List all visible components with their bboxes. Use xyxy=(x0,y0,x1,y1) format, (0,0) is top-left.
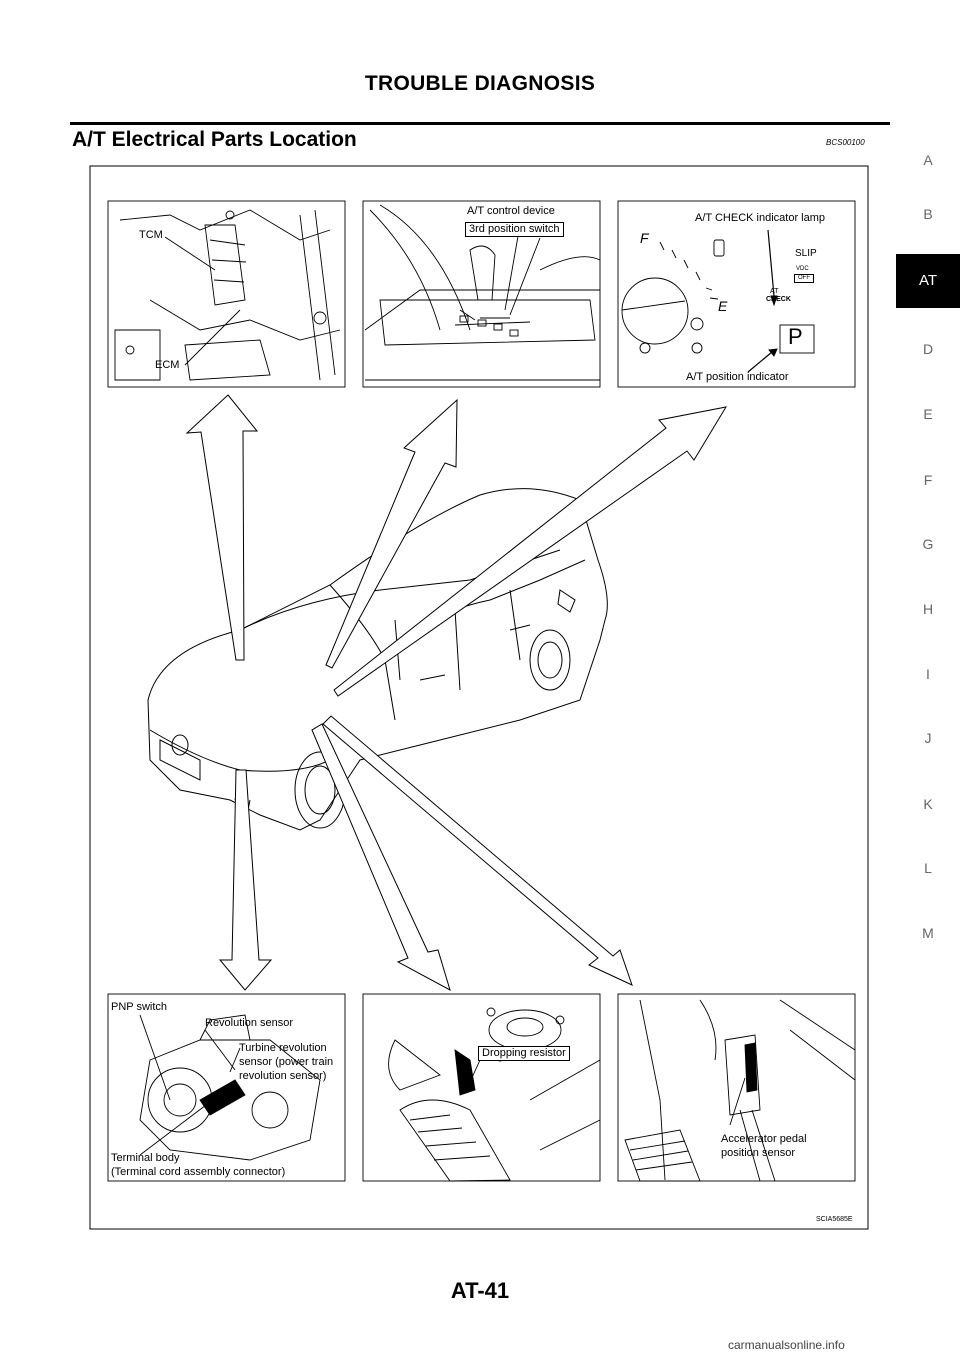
gauge-mark-vdc: VDC xyxy=(796,266,809,272)
side-index-j[interactable]: J xyxy=(924,730,932,746)
arrow-to-tcm xyxy=(185,394,259,661)
label-dropping-resistor: Dropping resistor xyxy=(478,1046,570,1061)
gauge-mark-p: P xyxy=(788,324,803,349)
gauge-mark-off: OFF xyxy=(794,274,814,283)
side-index-i[interactable]: I xyxy=(926,666,930,682)
gauge-mark-at: AT xyxy=(770,288,779,295)
page-number: AT-41 xyxy=(450,1278,510,1303)
pointer-arrows xyxy=(185,394,728,992)
side-index-e[interactable]: E xyxy=(923,406,933,422)
arrow-to-accelerator-sensor xyxy=(322,715,633,986)
arrow-to-control-device xyxy=(325,398,458,669)
label-turbine-revolution-2: sensor (power train xyxy=(239,1056,334,1068)
label-terminal-cord: (Terminal cord assembly connector) xyxy=(111,1166,286,1178)
panel-bottom-center xyxy=(362,993,601,1182)
label-revolution-sensor: Revolution sensor xyxy=(205,1017,294,1029)
panel-top-left xyxy=(107,200,346,388)
side-index-l[interactable]: L xyxy=(924,860,932,876)
side-index-d[interactable]: D xyxy=(922,341,934,357)
panel-top-center xyxy=(362,200,601,388)
figure-code: SCIA5685E xyxy=(816,1216,853,1223)
label-turbine-revolution-3: revolution sensor) xyxy=(239,1070,327,1082)
header-rule xyxy=(70,122,890,125)
section-title: A/T Electrical Parts Location xyxy=(72,128,357,151)
label-turbine-revolution-1: Turbine revolution xyxy=(239,1042,327,1054)
label-terminal-body: Terminal body xyxy=(111,1152,180,1164)
watermark-link[interactable]: carmanualsonline.info xyxy=(728,1338,845,1352)
page-header-title: TROUBLE DIAGNOSIS xyxy=(364,72,596,95)
side-index-b[interactable]: B xyxy=(923,206,933,222)
side-index-m[interactable]: M xyxy=(922,925,934,941)
label-at-position-indicator: A/T position indicator xyxy=(686,371,789,383)
arrow-to-pnp-switch xyxy=(218,769,273,991)
side-index-a[interactable]: A xyxy=(923,152,933,168)
panel-bottom-left xyxy=(107,993,346,1182)
gauge-mark-slip: SLIP xyxy=(795,248,817,259)
gauge-mark-f: F xyxy=(640,230,649,246)
panel-top-right xyxy=(617,200,856,388)
label-tcm: TCM xyxy=(139,229,163,241)
gauge-mark-check: CHECK xyxy=(766,296,791,303)
label-ecm: ECM xyxy=(155,359,180,371)
arrow-to-dropping-resistor xyxy=(311,723,451,992)
label-accelerator-pedal-2: position sensor xyxy=(721,1147,795,1159)
side-index-g[interactable]: G xyxy=(922,536,934,552)
label-at-check-indicator-lamp: A/T CHECK indicator lamp xyxy=(695,212,826,224)
side-index-h[interactable]: H xyxy=(922,601,934,617)
section-code: BCS00100 xyxy=(826,138,865,147)
figure-frame xyxy=(89,165,869,1230)
label-pnp-switch: PNP switch xyxy=(111,1001,168,1013)
gauge-mark-e: E xyxy=(718,298,728,314)
side-index-at[interactable]: AT xyxy=(896,254,960,308)
arrow-to-indicator xyxy=(333,406,728,697)
side-index-k[interactable]: K xyxy=(923,796,933,812)
side-index-f[interactable]: F xyxy=(923,472,933,488)
label-3rd-position-switch: 3rd position switch xyxy=(465,222,564,237)
panel-bottom-right xyxy=(617,993,856,1182)
label-accelerator-pedal-1: Accelerator pedal xyxy=(721,1133,807,1145)
label-at-control-device: A/T control device xyxy=(467,205,555,217)
